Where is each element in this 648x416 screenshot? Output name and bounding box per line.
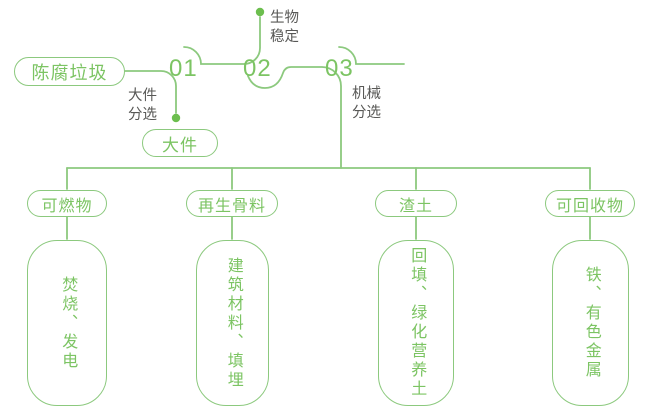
detail-text-aggregate: 建筑材料、填埋 (224, 256, 242, 390)
node-source-pill: 陈腐垃圾 (14, 57, 125, 86)
detail-box-slag: 回填、绿化营养土 (378, 240, 454, 406)
line-source-to-step01-branch (124, 70, 177, 114)
detail-text-recyclable: 铁、有色金属 (582, 266, 600, 380)
category-pill-combustible: 可燃物 (27, 190, 107, 217)
detail-box-combustible: 焚烧、发电 (27, 240, 107, 406)
detail-box-recyclable: 铁、有色金属 (552, 240, 629, 406)
line-step02-to-step03 (247, 66, 342, 169)
step-label-bulky-sorting: 大件 分选 (128, 88, 157, 124)
detail-box-aggregate: 建筑材料、填埋 (196, 240, 269, 406)
step-label-bio-stabilization: 生物 稳定 (270, 10, 299, 46)
branch-dot-bulky (171, 113, 181, 123)
detail-text-slag: 回填、绿化营养土 (408, 247, 426, 399)
detail-text-combustible: 焚烧、发电 (59, 275, 77, 371)
step-number-02: 02 (243, 55, 272, 82)
line-step01-to-step02 (183, 16, 261, 65)
node-bulky-pill: 大件 (142, 129, 218, 157)
branch-dot-bio (255, 7, 265, 17)
category-pill-slag: 渣土 (375, 190, 457, 217)
line-step03-stub (338, 46, 405, 65)
step-label-mechanical-sorting: 机械 分选 (352, 86, 381, 122)
step-number-01: 01 (169, 55, 198, 82)
category-pill-recyclable: 可回收物 (545, 190, 635, 217)
category-pill-aggregate: 再生骨料 (186, 190, 278, 217)
step-number-03: 03 (325, 55, 354, 82)
